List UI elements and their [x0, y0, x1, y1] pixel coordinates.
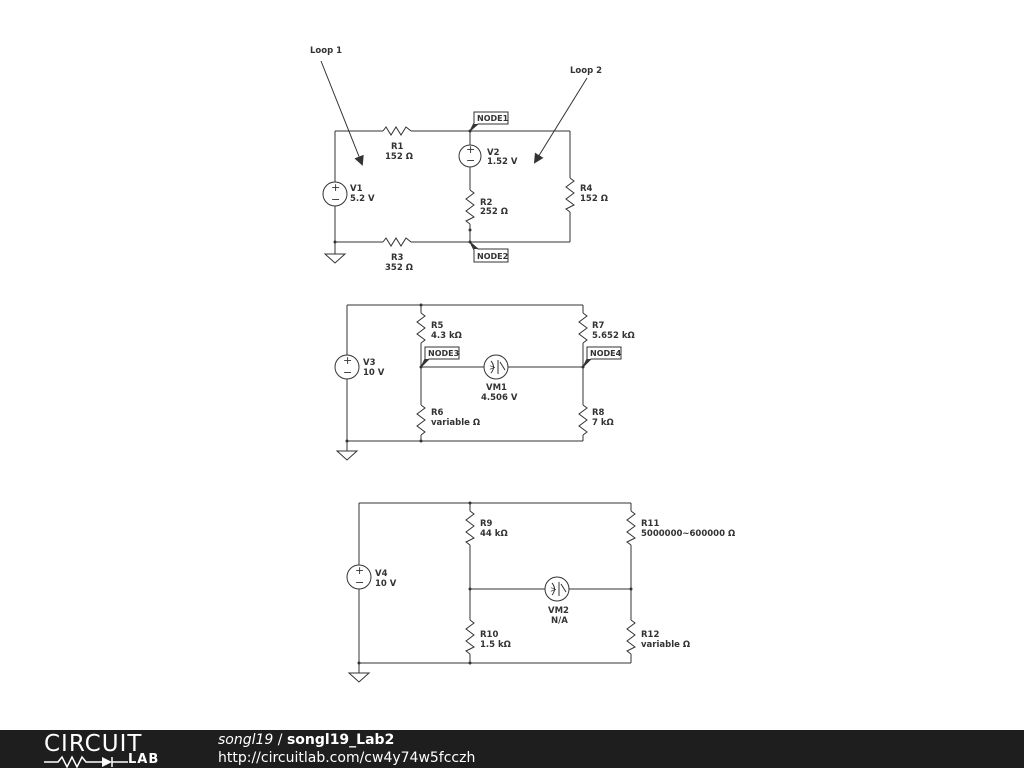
node1-label: NODE1: [477, 114, 509, 123]
breadcrumb: songl19 / songl19_Lab2: [218, 731, 475, 749]
svg-text:−: −: [466, 154, 475, 167]
polarity-signs: + − + − + − + − > >: [331, 143, 557, 594]
resistor-r9[interactable]: [465, 510, 475, 546]
schematic-canvas: + − + − + − + − > > Loop 1 Loop 2 NODE1 …: [310, 46, 735, 683]
resistor-r4[interactable]: [565, 177, 575, 213]
r4-name: R4: [580, 184, 593, 194]
r2-value: 252 Ω: [480, 207, 508, 217]
r12-value: variable Ω: [641, 640, 690, 650]
svg-text:−: −: [355, 576, 364, 589]
r6-value: variable Ω: [431, 418, 480, 428]
svg-text:+: +: [355, 564, 364, 577]
vm1-value: 4.506 V: [481, 393, 518, 403]
voltage-source-v1[interactable]: [322, 181, 348, 207]
logo-wordmark-top: CIRCUIT: [44, 731, 143, 757]
resistor-r2[interactable]: [465, 189, 475, 225]
r4-value: 152 Ω: [580, 194, 608, 204]
r11-value: 5000000~600000 Ω: [641, 529, 735, 539]
voltage-source-v3[interactable]: [334, 354, 360, 380]
r3-value: 352 Ω: [385, 263, 413, 273]
circuit1-wires: [334, 130, 571, 254]
node-flags: [420, 111, 622, 368]
r8-name: R8: [592, 408, 605, 418]
voltmeter-vm2[interactable]: [544, 576, 570, 602]
r6-name: R6: [431, 408, 444, 418]
author-link[interactable]: songl19: [218, 732, 274, 748]
resistor-r6[interactable]: [416, 404, 426, 436]
v4-name: V4: [375, 569, 388, 579]
r9-name: R9: [480, 519, 493, 529]
r2-name: R2: [480, 198, 493, 208]
v1-name: V1: [350, 184, 363, 194]
v4-value: 10 V: [375, 579, 397, 589]
circuit-meta: songl19 / songl19_Lab2 http://circuitlab…: [218, 731, 475, 767]
svg-text:+: +: [331, 181, 340, 194]
r10-name: R10: [480, 630, 498, 640]
r8-value: 7 kΩ: [592, 418, 614, 428]
svg-text:−: −: [331, 193, 340, 206]
loop2-label: Loop 2: [570, 66, 602, 76]
loop2-arrow: [533, 77, 588, 164]
svg-text:>: >: [550, 585, 557, 594]
logo-wordmark-bottom: LAB: [128, 752, 160, 767]
node2-label: NODE2: [477, 252, 508, 261]
v1-value: 5.2 V: [350, 194, 375, 204]
loop1-arrow: [320, 60, 364, 166]
r7-name: R7: [592, 321, 605, 331]
resistor-r3[interactable]: [382, 237, 412, 247]
svg-text:+: +: [466, 143, 475, 156]
r7-value: 5.652 kΩ: [592, 331, 635, 341]
svg-text:+: +: [343, 354, 352, 367]
r5-value: 4.3 kΩ: [431, 331, 462, 341]
circuit-title[interactable]: songl19_Lab2: [286, 732, 395, 748]
r12-name: R12: [641, 630, 659, 640]
v2-value: 1.52 V: [487, 157, 518, 167]
v2-name: V2: [487, 148, 500, 158]
resistor-r12[interactable]: [626, 619, 636, 655]
footer-bar: CIRCUIT LAB songl19 / songl19_Lab2 http:…: [0, 730, 1024, 769]
resistor-r8[interactable]: [578, 404, 588, 436]
voltmeter-vm1-needle: [490, 360, 506, 374]
voltage-source-v4[interactable]: [346, 564, 372, 590]
vm2-name: VM2: [548, 606, 569, 616]
vm1-name: VM1: [486, 383, 507, 393]
resistor-r5[interactable]: [416, 312, 426, 344]
r10-value: 1.5 kΩ: [480, 640, 511, 650]
r1-value: 152 Ω: [385, 152, 413, 162]
r3-name: R3: [391, 253, 404, 263]
svg-text:>: >: [489, 363, 496, 372]
circuit-url[interactable]: http://circuitlab.com/cw4y74w5fcczh: [218, 750, 476, 766]
breadcrumb-separator: /: [277, 732, 283, 748]
circuit2-wires: [346, 304, 584, 451]
node4-label: NODE4: [590, 349, 622, 358]
voltage-source-v2[interactable]: [458, 144, 482, 168]
voltmeter-vm2-needle: [551, 582, 567, 596]
circuit3-wires: [358, 502, 632, 673]
r11-name: R11: [641, 519, 659, 529]
voltmeter-vm1[interactable]: [483, 354, 509, 380]
resistor-r1[interactable]: [382, 126, 412, 136]
r5-name: R5: [431, 321, 444, 331]
resistor-r7[interactable]: [578, 312, 588, 344]
r9-value: 44 kΩ: [480, 529, 508, 539]
circuitlab-logo[interactable]: CIRCUIT LAB: [44, 731, 174, 769]
ground-symbol: [335, 450, 359, 461]
ground-symbol: [347, 672, 371, 683]
v3-name: V3: [363, 358, 376, 368]
resistor-r10[interactable]: [465, 619, 475, 655]
logo-wave-icon: [44, 755, 128, 769]
v3-value: 10 V: [363, 368, 385, 378]
svg-text:−: −: [343, 366, 352, 379]
node3-label: NODE3: [428, 349, 459, 358]
r1-name: R1: [391, 142, 404, 152]
resistor-r11[interactable]: [626, 510, 636, 546]
vm2-value: N/A: [551, 616, 568, 626]
ground-symbol: [323, 253, 347, 264]
loop1-label: Loop 1: [310, 46, 342, 56]
